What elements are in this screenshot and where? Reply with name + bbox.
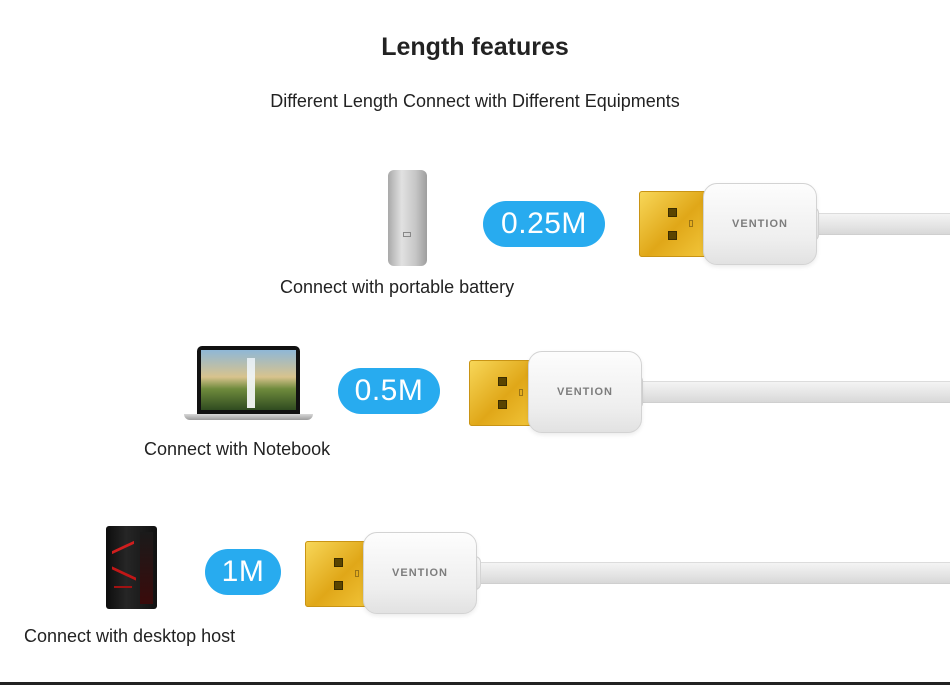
length-badge-0-25m: 0.25M xyxy=(483,201,605,247)
page-subtitle: Different Length Connect with Different … xyxy=(270,91,680,111)
length-badge-1m: 1M xyxy=(205,549,281,595)
battery-caption: Connect with portable battery xyxy=(280,277,515,297)
brand-label: VENTION xyxy=(392,567,448,579)
portable-battery-image xyxy=(388,170,427,266)
bottom-divider xyxy=(0,682,950,685)
brand-label: VENTION xyxy=(557,386,613,398)
notebook-caption: Connect with Notebook xyxy=(144,439,331,459)
brand-label: VENTION xyxy=(732,218,788,230)
desktop-caption: Connect with desktop host xyxy=(24,626,236,646)
desktop-host-image xyxy=(106,526,157,609)
page-title: Length features xyxy=(381,33,569,61)
length-badge-0-5m: 0.5M xyxy=(338,368,440,414)
